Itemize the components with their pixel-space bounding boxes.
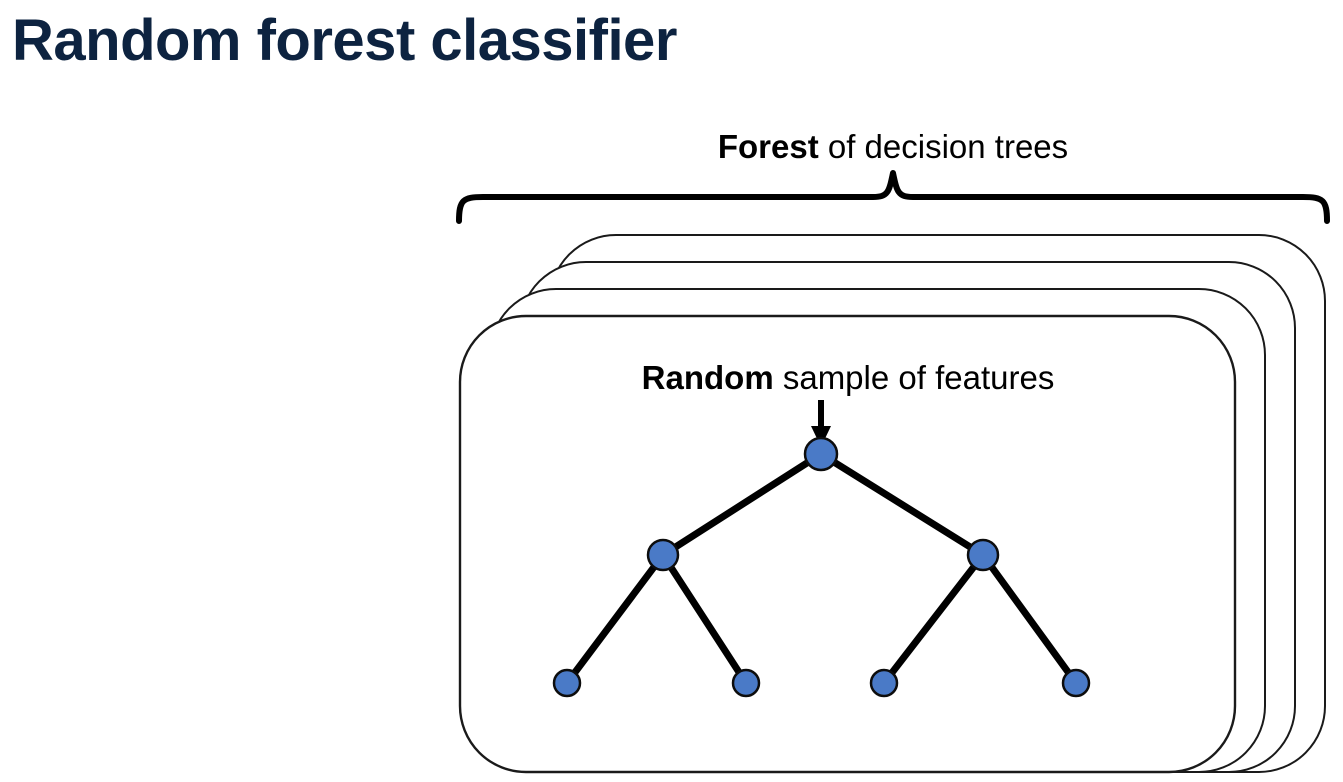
features-label-rest: sample of features xyxy=(774,359,1055,396)
edge-right-b xyxy=(979,551,1080,687)
tree-nodes xyxy=(552,436,1091,698)
tree-edges xyxy=(563,450,1080,687)
tree-node-level2-left xyxy=(646,538,680,572)
tree-node-leaf-1 xyxy=(552,668,582,698)
edge-root-right xyxy=(817,450,987,559)
edge-left-a xyxy=(563,551,667,687)
edge-root-left xyxy=(659,450,825,559)
edge-right-a xyxy=(880,551,987,687)
tree-node-leaf-3 xyxy=(869,668,899,698)
page-title: Random forest classifier xyxy=(12,8,677,73)
forest-label-bold: Forest xyxy=(718,128,819,165)
edge-left-b xyxy=(659,551,750,687)
down-arrow-icon xyxy=(811,400,831,447)
tree-node-leaf-4 xyxy=(1061,668,1091,698)
tree-node-leaf-2 xyxy=(731,668,761,698)
card-stack xyxy=(458,234,1326,774)
forest-label-rest: of decision trees xyxy=(819,128,1068,165)
forest-brace xyxy=(456,170,1330,224)
tree-node-root xyxy=(803,436,839,472)
forest-of-decision-trees-label: Forest of decision trees xyxy=(718,128,1068,165)
tree-node-level2-right xyxy=(966,538,1000,572)
features-label-bold: Random xyxy=(642,359,774,396)
random-sample-of-features-label: Random sample of features xyxy=(642,359,1055,396)
forest-card-1 xyxy=(458,314,1237,774)
